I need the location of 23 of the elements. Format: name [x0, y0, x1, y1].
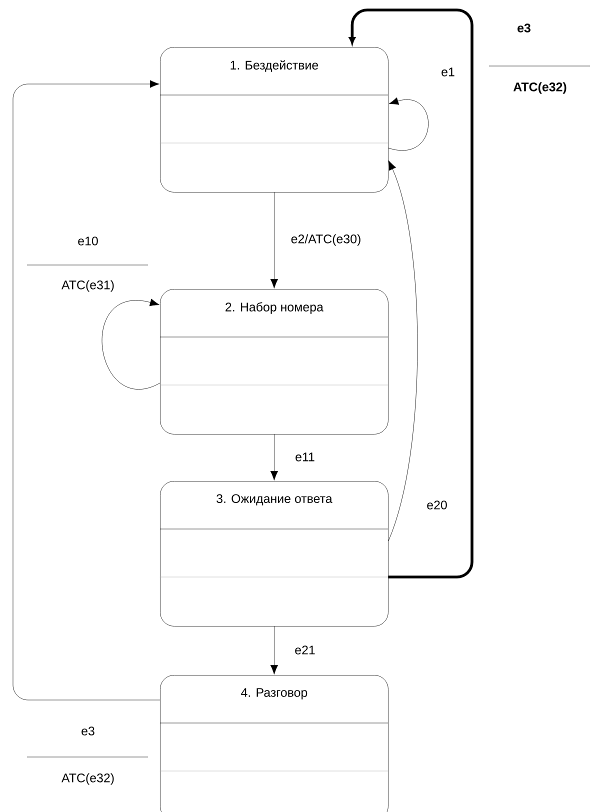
edge-label: e21 [293, 644, 317, 656]
edge-label: e2/ATC(e30) [289, 232, 363, 248]
arrow [270, 626, 278, 674]
edge-label: e1 [440, 66, 456, 78]
state-box: 2. Набор номера [160, 289, 388, 434]
state-box: 3. Ожидание ответа [160, 481, 388, 626]
transition-label: e3 [518, 24, 530, 32]
transition-label: ATC(e31) [62, 280, 114, 292]
arrow [12, 80, 160, 700]
edge-label: e20 [425, 499, 449, 511]
arrow [349, 8, 474, 578]
arrow [388, 97, 428, 151]
arrow [270, 434, 278, 480]
transition-label: ATC(e32) [62, 773, 114, 785]
transition-label: e3 [82, 726, 94, 736]
arrow [388, 160, 418, 542]
arrow [270, 192, 278, 288]
arrow [102, 298, 160, 389]
state-box: 4. Разговор [160, 675, 388, 812]
edge-label: e11 [294, 451, 316, 463]
state-box: 1. Бездействие [160, 47, 388, 192]
transition-label: ATC(e32) [513, 82, 566, 94]
transition-label: e10 [78, 236, 98, 246]
